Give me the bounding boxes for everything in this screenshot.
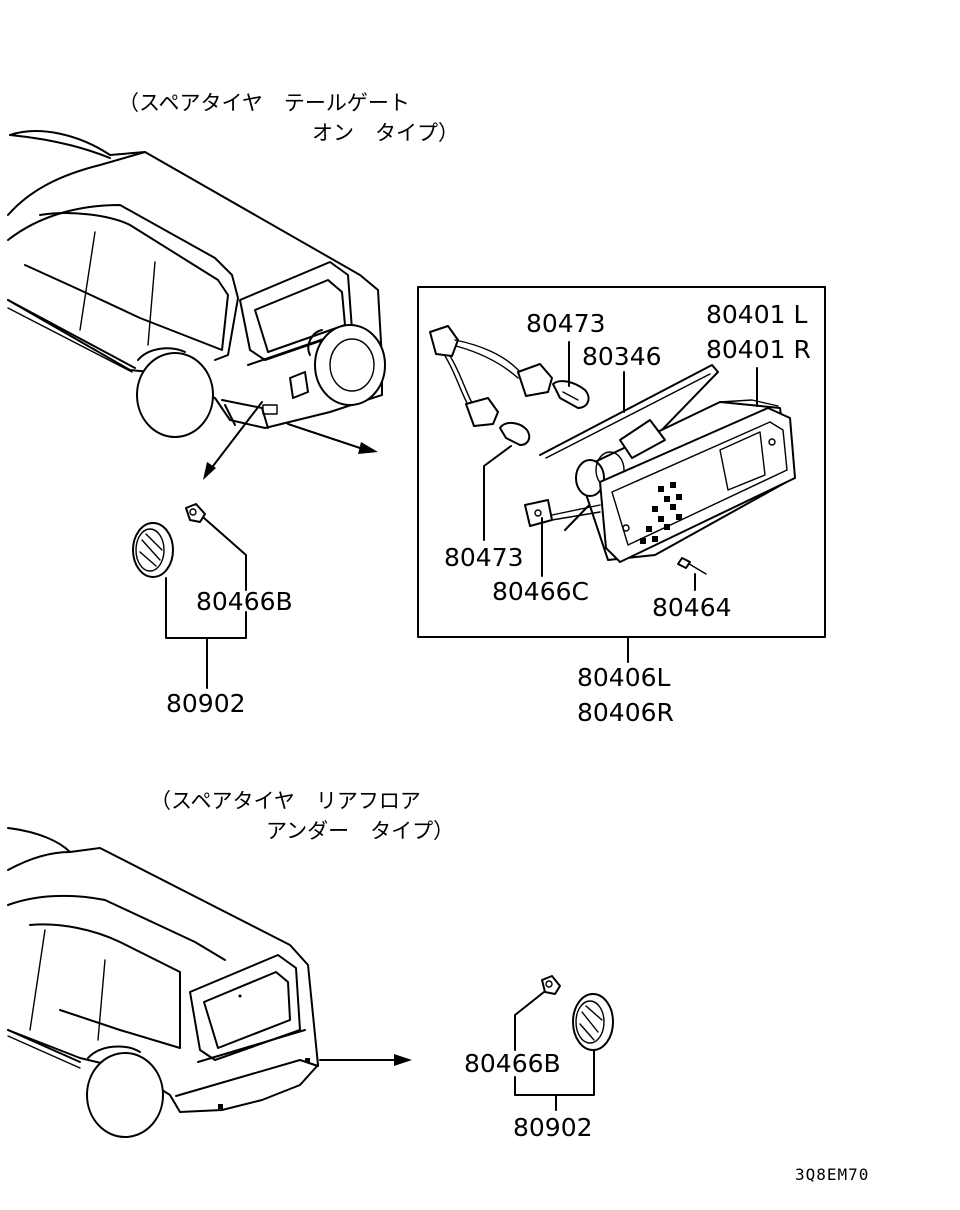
label-80466B-bottom: 80466B bbox=[464, 1049, 561, 1078]
rear-combination-lamp bbox=[429, 325, 796, 575]
top-caption-line2: オン タイプ） bbox=[312, 121, 459, 145]
label-80406L: 80406L bbox=[577, 663, 671, 692]
bottom-caption-line1: （スペアタイヤ リアフロア bbox=[150, 789, 421, 813]
label-80473-bottom: 80473 bbox=[444, 543, 524, 572]
vehicle-illustration-bottom bbox=[7, 827, 412, 1138]
lamp-assembly-frame bbox=[417, 286, 826, 638]
label-80466B-top: 80466B bbox=[196, 587, 293, 616]
reflector-assembly-bottom bbox=[514, 975, 614, 1111]
label-80466C: 80466C bbox=[492, 577, 589, 606]
label-80902-top: 80902 bbox=[166, 689, 246, 718]
label-80401L: 80401 L bbox=[706, 300, 807, 329]
label-80473-top: 80473 bbox=[526, 309, 606, 338]
label-80346: 80346 bbox=[582, 342, 662, 371]
label-80902-bottom: 80902 bbox=[513, 1113, 593, 1142]
leader-lines-lamp bbox=[483, 341, 758, 663]
diagram-code: 3Q8EM70 bbox=[795, 1165, 869, 1184]
label-80464: 80464 bbox=[652, 593, 732, 622]
vehicle-illustration-top bbox=[7, 130, 386, 480]
top-caption-line1: （スペアタイヤ テールゲート bbox=[118, 91, 410, 115]
reflector-assembly-top bbox=[132, 503, 247, 689]
bottom-caption-line2: アンダー タイプ） bbox=[266, 819, 454, 843]
label-80406R: 80406R bbox=[577, 698, 674, 727]
label-80401R: 80401 R bbox=[706, 335, 811, 364]
